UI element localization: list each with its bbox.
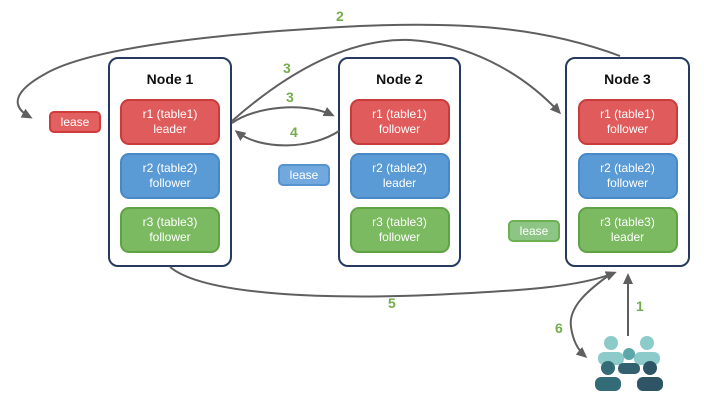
node-2-card: Node 2 r1 (table1) follower r2 (table2) … [338, 57, 461, 267]
node1-replica-r1: r1 (table1) leader [120, 99, 220, 145]
replica-role-label: leader [382, 176, 417, 190]
replica-range-label: r2 (table2) [372, 161, 427, 175]
lease-badge-r1: lease [49, 111, 101, 133]
lease-badge-r2: lease [278, 164, 330, 186]
replica-role-label: leader [610, 230, 645, 244]
step-label-5: 5 [388, 295, 396, 311]
lease-badge-r3: lease [508, 220, 560, 242]
step-label-3a: 3 [283, 60, 291, 76]
node-3-title: Node 3 [604, 71, 651, 87]
node3-replica-r1: r1 (table1) follower [577, 99, 678, 145]
step-label-2: 2 [336, 8, 344, 24]
replica-range-label: r3 (table3) [372, 215, 427, 229]
replica-range-label: r3 (table3) [600, 215, 655, 229]
replica-role-label: follower [606, 122, 649, 136]
replica-role-label: follower [606, 176, 649, 190]
node2-replica-r3: r3 (table3) follower [349, 207, 450, 253]
arrow-step4-node2-ack-to-leader [234, 130, 340, 147]
node-1-title: Node 1 [146, 71, 194, 87]
replica-role-label: leader [153, 122, 187, 136]
replica-range-label: r1 (table1) [142, 107, 198, 121]
node1-replica-r2: r2 (table2) follower [120, 153, 220, 199]
arrow-step3-leader-to-node2 [231, 106, 335, 124]
client-front-left [595, 361, 621, 391]
node1-replica-r3: r3 (table3) follower [120, 207, 220, 253]
node2-replica-r1: r1 (table1) follower [349, 99, 450, 145]
replica-range-label: r2 (table2) [600, 161, 655, 175]
step-label-4: 4 [290, 124, 298, 140]
replica-role-label: follower [149, 176, 191, 190]
arrow-step5-node1-to-node3 [169, 266, 617, 298]
step-label-1: 1 [636, 298, 644, 314]
replica-role-label: follower [378, 122, 421, 136]
node3-replica-r2: r2 (table2) follower [577, 153, 678, 199]
step-label-3b: 3 [286, 89, 294, 105]
replica-role-label: follower [378, 230, 421, 244]
replica-role-label: follower [149, 230, 191, 244]
node-1-card: Node 1 r1 (table1) leader r2 (table2) fo… [108, 57, 232, 267]
client-back-right [634, 336, 660, 365]
replica-range-label: r3 (table3) [142, 215, 198, 229]
client-back-left [598, 336, 624, 365]
users-group-icon [595, 336, 663, 391]
node2-replica-r2: r2 (table2) leader [349, 153, 450, 199]
node-2-title: Node 2 [376, 71, 423, 87]
client-front-right [637, 361, 663, 391]
replica-range-label: r2 (table2) [142, 161, 198, 175]
client-middle [618, 348, 640, 374]
replica-range-label: r1 (table1) [600, 107, 655, 121]
node3-replica-r3: r3 (table3) leader [577, 207, 678, 253]
step-label-6: 6 [555, 320, 563, 336]
replica-range-label: r1 (table1) [372, 107, 427, 121]
node-3-card: Node 3 r1 (table1) follower r2 (table2) … [565, 57, 690, 267]
